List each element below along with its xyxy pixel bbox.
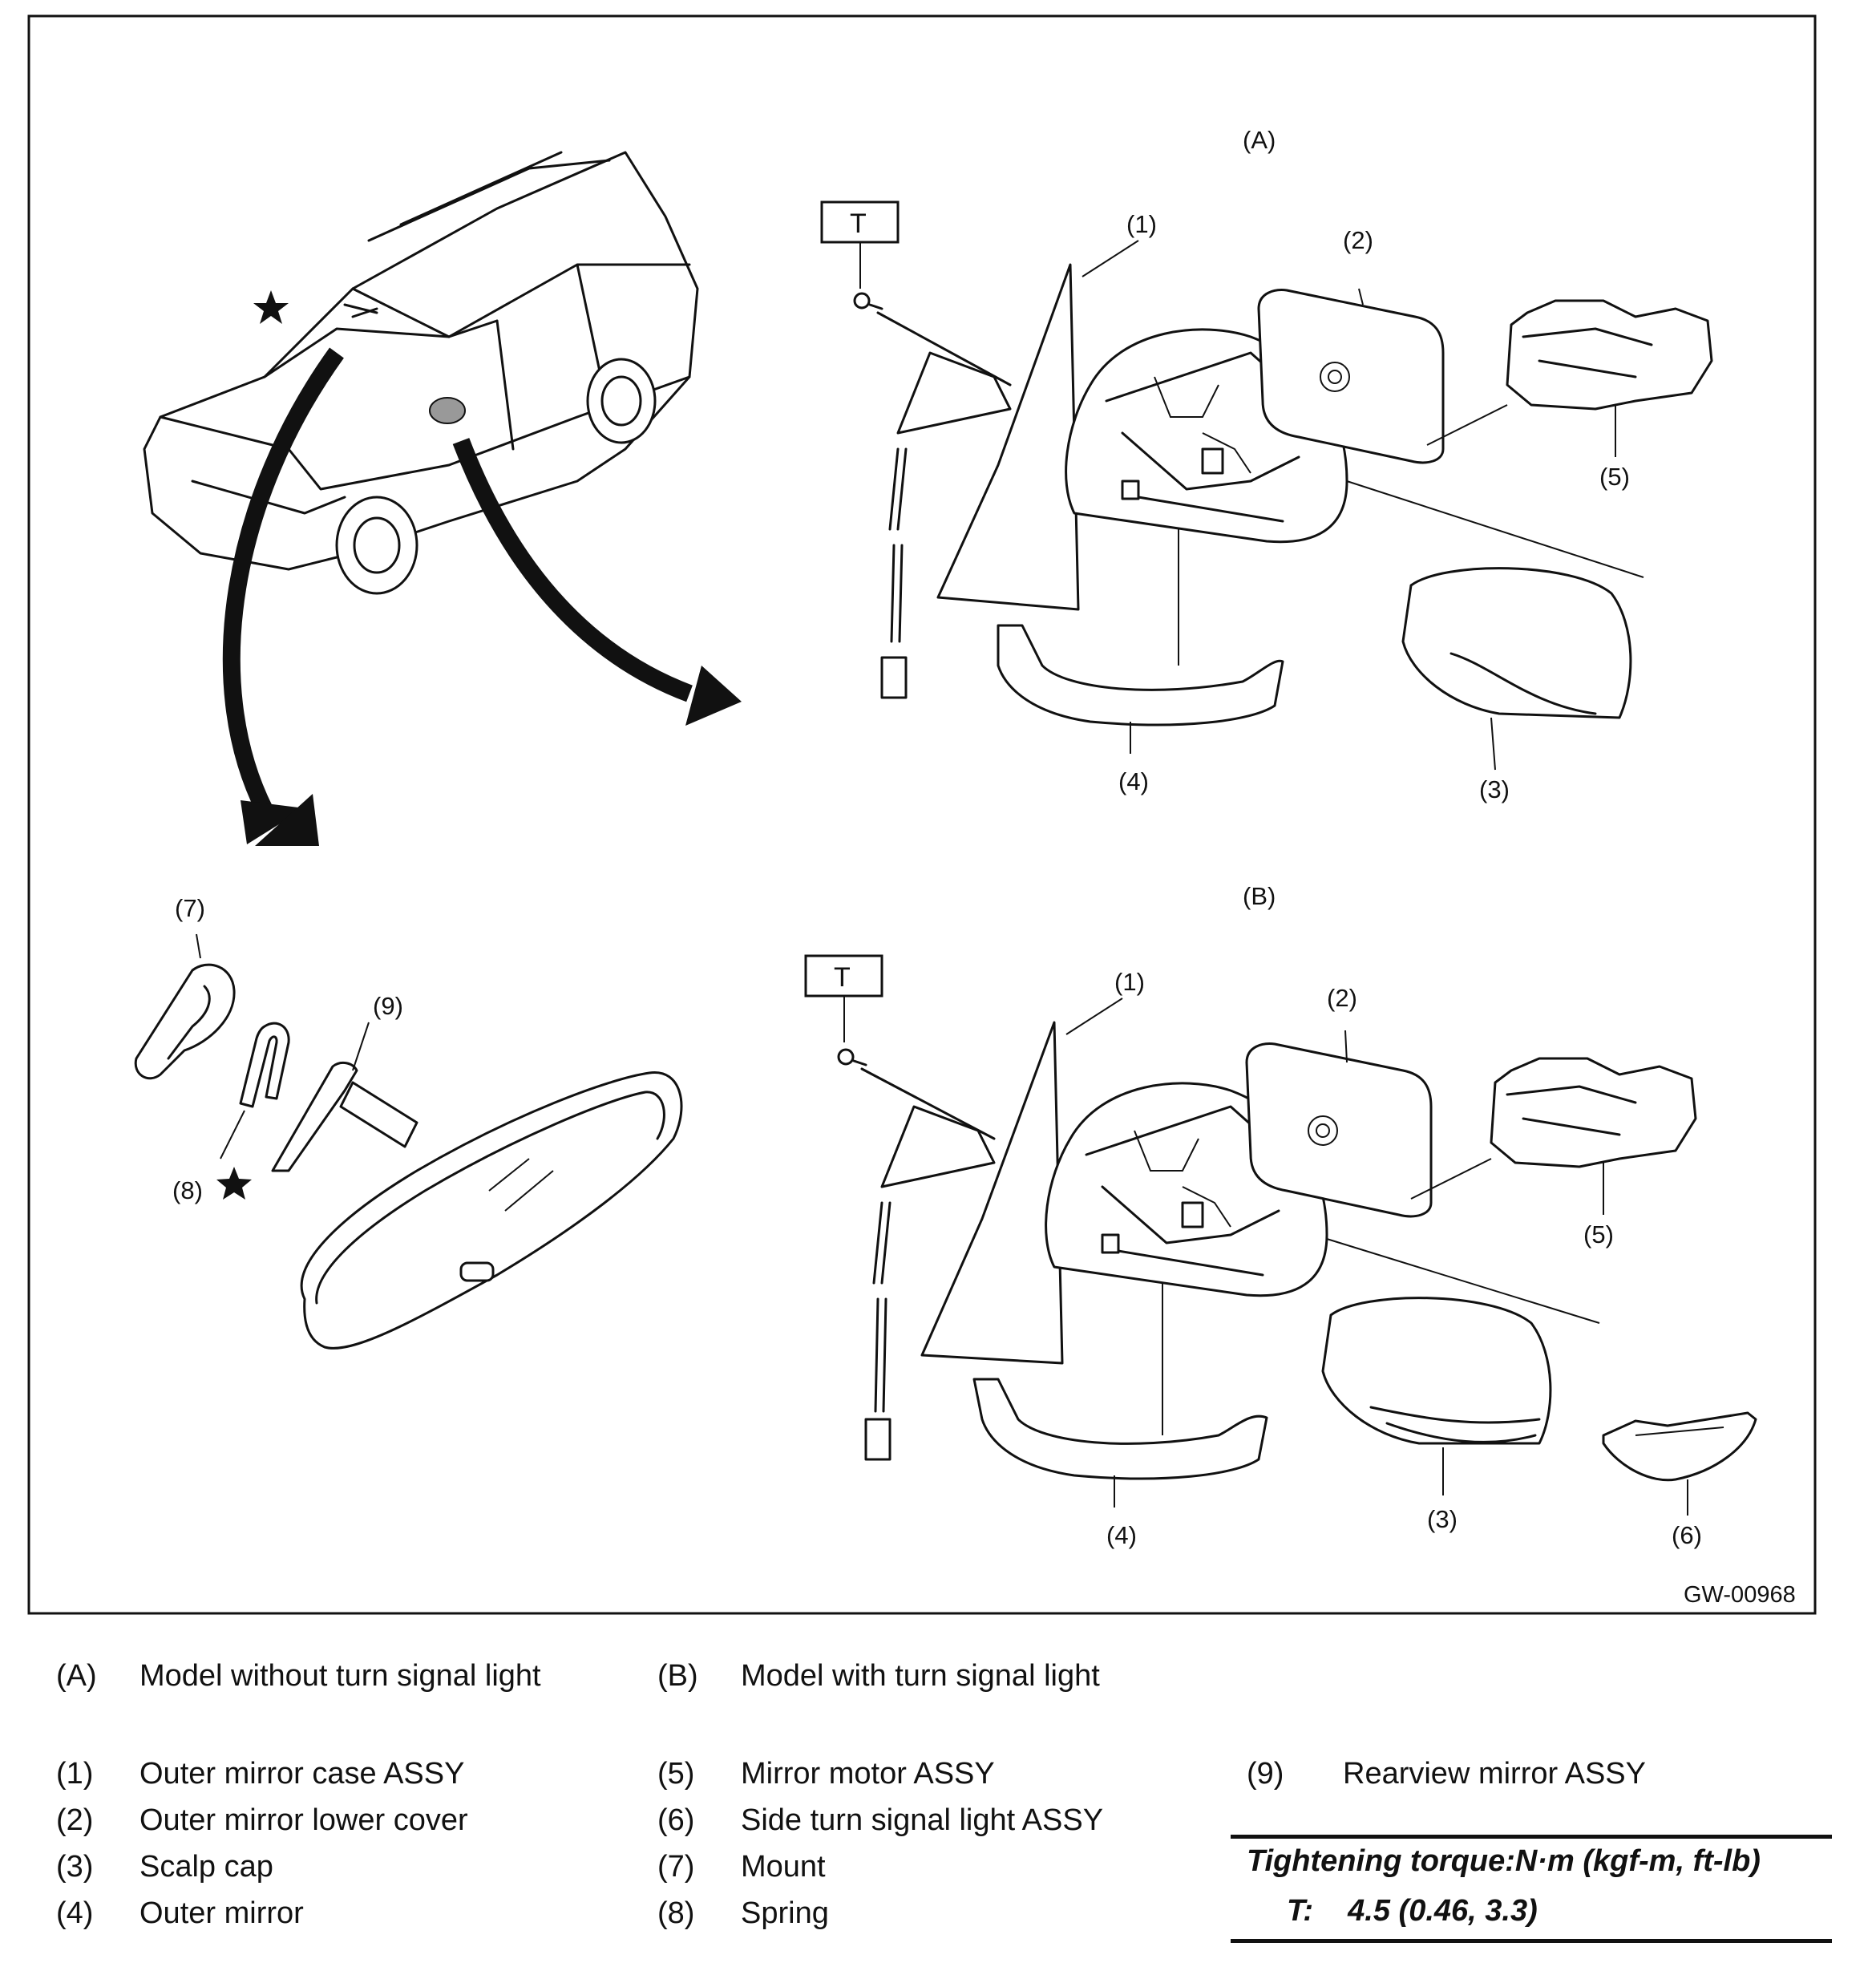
- mirror-base-b: [920, 1021, 1064, 1365]
- outer-mirror-lower-cover-a: [997, 624, 1284, 726]
- legend-text: Outer mirror lower cover: [139, 1803, 468, 1837]
- arrow-to-interior-mirror: [222, 347, 344, 846]
- legend-text: Outer mirror: [139, 1896, 304, 1930]
- torque-mark: T:: [1287, 1894, 1314, 1928]
- variant-b-label: (B): [1243, 882, 1276, 910]
- callout-b-4: (2): [1327, 984, 1357, 1012]
- torque-bottom-rule: [1231, 1939, 1832, 1943]
- legend-text: Scalp cap: [139, 1850, 273, 1884]
- variant-a-label: (A): [1243, 126, 1276, 154]
- legend-text: Side turn signal light ASSY: [741, 1803, 1104, 1837]
- legend-key: (9): [1247, 1757, 1284, 1791]
- arrow-to-outer-mirror: [452, 438, 742, 726]
- outer-mirror-a: [1257, 289, 1445, 464]
- callout-a-1: (1): [1126, 210, 1157, 238]
- door-mirror-highlight: [429, 397, 466, 424]
- variant-b-assembly: (B) T (1) (2) (5) (3): [804, 882, 1757, 1549]
- callout-b-5: (5): [1583, 1220, 1614, 1249]
- legend-key: (6): [657, 1803, 695, 1837]
- scalp-cap-b: [1321, 1297, 1552, 1445]
- spring-part: [239, 1022, 290, 1108]
- callout-b-1: (1): [1114, 968, 1145, 996]
- callout-a-2: (4): [1118, 767, 1149, 795]
- callout-b-3: (3): [1427, 1505, 1458, 1533]
- legend-key: (2): [56, 1803, 94, 1837]
- legend-key: (4): [56, 1896, 94, 1930]
- legend-key: (1): [56, 1757, 94, 1791]
- legend-key: (7): [657, 1850, 695, 1884]
- mirror-motor-b: [1490, 1057, 1697, 1168]
- mirror-base-a: [936, 263, 1080, 611]
- legend-key: (A): [56, 1659, 97, 1693]
- spring-star-marker: [216, 1167, 252, 1200]
- torque-top-rule: [1231, 1835, 1832, 1839]
- legend-text: Model with turn signal light: [741, 1659, 1100, 1693]
- mirror-motor-a: [1506, 299, 1713, 411]
- callout-interior-8: (8): [172, 1176, 203, 1204]
- vehicle-illustration: [143, 151, 699, 595]
- outer-mirror-lower-cover-b: [972, 1378, 1268, 1480]
- outer-mirror-b: [1245, 1042, 1433, 1218]
- callout-a-5: (5): [1599, 463, 1630, 491]
- legend-key: (3): [56, 1850, 94, 1884]
- legend-text: Mount: [741, 1850, 826, 1884]
- torque-title: Tightening torque:N·m (kgf-m, ft-lb): [1247, 1844, 1761, 1878]
- callout-a-4: (2): [1343, 226, 1373, 254]
- legend-text: Rearview mirror ASSY: [1343, 1757, 1646, 1791]
- torque-mark-a: T: [850, 208, 867, 239]
- diagram-code: GW-00968: [1684, 1582, 1796, 1608]
- torque-value-line: T: 4.5 (0.46, 3.3): [1287, 1894, 1538, 1928]
- scalp-cap-a: [1401, 567, 1632, 719]
- interior-mirror-assembly: (7) (8) (9): [134, 894, 683, 1350]
- callout-b-6: (6): [1672, 1521, 1702, 1549]
- torque-mark-b: T: [834, 962, 851, 993]
- mount-part: [134, 963, 236, 1080]
- legend-key: (5): [657, 1757, 695, 1791]
- callout-interior-9: (9): [373, 992, 403, 1020]
- callout-b-2: (4): [1106, 1521, 1137, 1549]
- legend-key: (B): [657, 1659, 698, 1693]
- legend-text: Mirror motor ASSY: [741, 1757, 995, 1791]
- legend-text: Spring: [741, 1896, 829, 1930]
- legend-text: Outer mirror case ASSY: [139, 1757, 465, 1791]
- torque-value: 4.5 (0.46, 3.3): [1348, 1894, 1538, 1928]
- rearview-mirror-body: [300, 1071, 683, 1350]
- legend-key: (8): [657, 1896, 695, 1930]
- callout-interior-7: (7): [175, 894, 205, 922]
- side-turn-signal-light-b: [1602, 1411, 1757, 1482]
- callout-a-3: (3): [1479, 775, 1510, 803]
- legend-text: Model without turn signal light: [139, 1659, 541, 1693]
- variant-a-assembly: (A) T (1) (2) (5): [820, 126, 1713, 803]
- diagram-frame: [27, 14, 1817, 1615]
- callout-star-marker: [253, 290, 289, 324]
- exploded-view-diagram: (A) T (1) (2) (5): [27, 14, 1817, 1615]
